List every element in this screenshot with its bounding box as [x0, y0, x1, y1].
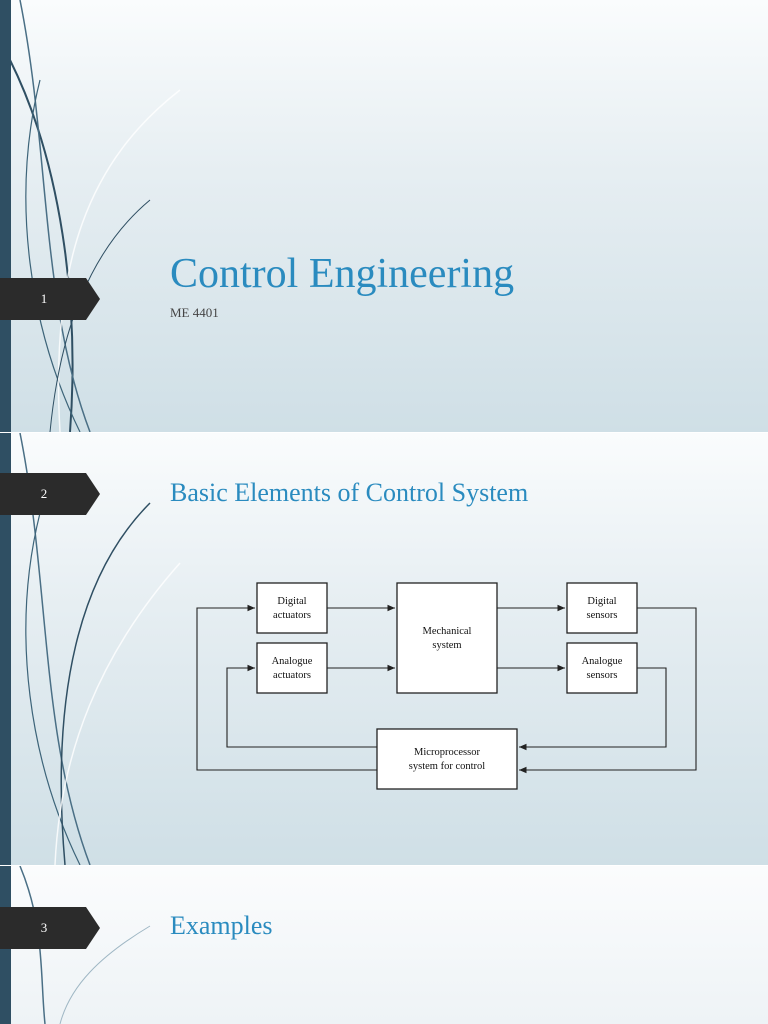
digital-actuators-line1: Digital [277, 596, 306, 607]
slide-number: 3 [40, 920, 48, 935]
slide-title: Control Engineering [170, 251, 515, 297]
digital-actuators-line2: actuators [273, 610, 311, 621]
decorative-vines [19, 866, 151, 1024]
slide-title: Basic Elements of Control System [170, 478, 529, 507]
analogue-sensors-line2: sensors [587, 670, 618, 681]
slide-number-tag: 1 [0, 278, 100, 320]
decorative-vines [9, 0, 181, 432]
digital-sensors-block [566, 582, 638, 634]
control-system-diagram: Digital actuators Analogue actuators Mec… [196, 582, 697, 790]
analogue-actuators-line1: Analogue [272, 656, 313, 667]
analogue-sensors-line1: Analogue [582, 656, 623, 667]
digital-sensors-line2: sensors [587, 610, 618, 621]
mechanical-system-line2: system [432, 640, 461, 651]
slide-title: Examples [170, 911, 273, 940]
digital-actuators-block [256, 582, 328, 634]
digital-sensors-line1: Digital [587, 596, 616, 607]
slide-2[interactable]: 2 [0, 433, 768, 865]
microprocessor-line1: Microprocessor [414, 747, 480, 758]
slide-number: 1 [40, 291, 48, 306]
slide-number: 2 [40, 486, 48, 501]
slide-1[interactable]: 1 [0, 0, 768, 432]
slide-number-tag: 2 [0, 473, 100, 515]
slide-sidebar [0, 433, 11, 865]
slide-sidebar [0, 0, 11, 432]
slide-number-tag: 3 [0, 907, 100, 949]
slide-subtitle: ME 4401 [170, 305, 219, 320]
analogue-actuators-block [256, 642, 328, 694]
microprocessor-block [376, 728, 518, 790]
mechanical-system-block [396, 582, 498, 694]
analogue-sensors-block [566, 642, 638, 694]
analogue-actuators-line2: actuators [273, 670, 311, 681]
mechanical-system-line1: Mechanical [423, 626, 472, 637]
slide-3[interactable]: 3 [0, 866, 768, 1024]
microprocessor-line2: system for control [409, 761, 485, 772]
